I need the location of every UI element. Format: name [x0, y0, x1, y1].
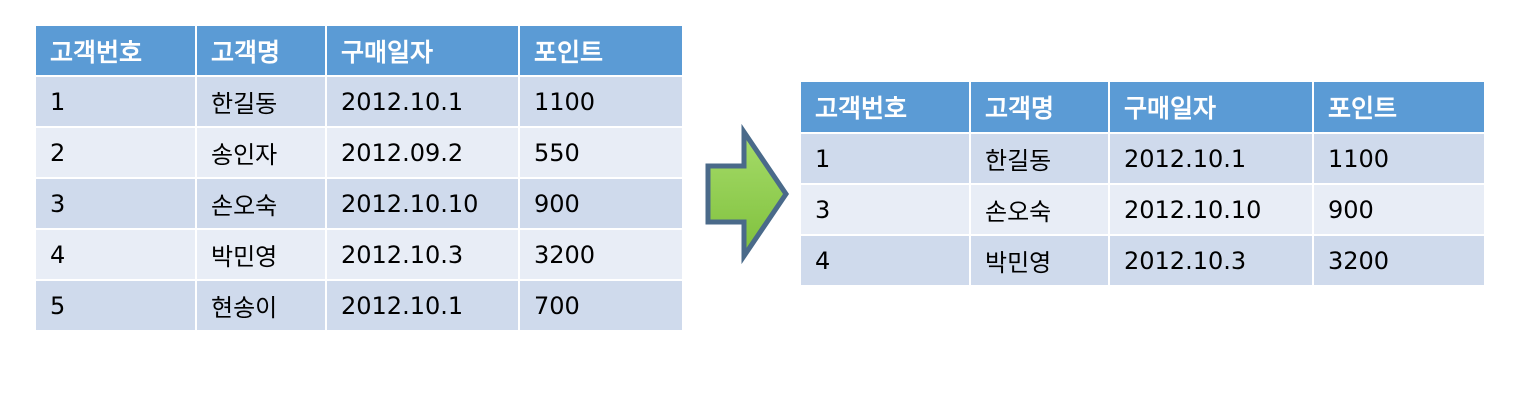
- table-cell: 3: [34, 177, 197, 230]
- header-cell: 고객번호: [799, 80, 971, 134]
- header-cell: 구매일자: [1108, 80, 1314, 134]
- header-cell: 포인트: [518, 24, 684, 77]
- table-cell: 손오숙: [195, 177, 327, 230]
- header-cell: 고객번호: [34, 24, 197, 77]
- table-cell: 2012.10.3: [1108, 234, 1314, 287]
- right-arrow-icon: [705, 124, 790, 264]
- table-cell: 2012.10.1: [325, 75, 520, 128]
- table-cell: 1: [34, 75, 197, 128]
- table-row: 5 현송이 2012.10.1 700: [34, 279, 684, 332]
- table-cell: 2: [34, 126, 197, 179]
- table-cell: 3: [799, 183, 971, 236]
- table-cell: 550: [518, 126, 684, 179]
- table-row: 1 한길동 2012.10.1 1100: [799, 132, 1486, 185]
- table-cell: 2012.09.2: [325, 126, 520, 179]
- table-cell: 손오숙: [969, 183, 1110, 236]
- header-cell: 고객명: [195, 24, 327, 77]
- table-cell: 3200: [1312, 234, 1486, 287]
- table-cell: 1100: [1312, 132, 1486, 185]
- table-cell: 4: [799, 234, 971, 287]
- table-row: 2 송인자 2012.09.2 550: [34, 126, 684, 179]
- header-row: 고객번호 고객명 구매일자 포인트: [799, 80, 1486, 134]
- table-cell: 2012.10.10: [325, 177, 520, 230]
- table-cell: 1100: [518, 75, 684, 128]
- source-table: 고객번호 고객명 구매일자 포인트 1 한길동 2012.10.1 1100 2…: [34, 24, 684, 332]
- table-row: 3 손오숙 2012.10.10 900: [34, 177, 684, 230]
- table-cell: 2012.10.1: [325, 279, 520, 332]
- table-cell: 900: [518, 177, 684, 230]
- header-row: 고객번호 고객명 구매일자 포인트: [34, 24, 684, 77]
- table-cell: 한길동: [195, 75, 327, 128]
- table-cell: 700: [518, 279, 684, 332]
- result-table: 고객번호 고객명 구매일자 포인트 1 한길동 2012.10.1 1100 3…: [799, 80, 1486, 287]
- table-row: 4 박민영 2012.10.3 3200: [34, 228, 684, 281]
- table-row: 1 한길동 2012.10.1 1100: [34, 75, 684, 128]
- arrow-shape: [705, 124, 790, 264]
- table-cell: 박민영: [969, 234, 1110, 287]
- table-cell: 4: [34, 228, 197, 281]
- table-cell: 송인자: [195, 126, 327, 179]
- table-cell: 현송이: [195, 279, 327, 332]
- table-cell: 2012.10.3: [325, 228, 520, 281]
- table-cell: 1: [799, 132, 971, 185]
- table-cell: 박민영: [195, 228, 327, 281]
- table-cell: 2012.10.10: [1108, 183, 1314, 236]
- table-cell: 2012.10.1: [1108, 132, 1314, 185]
- header-cell: 구매일자: [325, 24, 520, 77]
- table-cell: 5: [34, 279, 197, 332]
- header-cell: 포인트: [1312, 80, 1486, 134]
- table-cell: 3200: [518, 228, 684, 281]
- table-cell: 900: [1312, 183, 1486, 236]
- table-row: 4 박민영 2012.10.3 3200: [799, 234, 1486, 287]
- table-cell: 한길동: [969, 132, 1110, 185]
- table-row: 3 손오숙 2012.10.10 900: [799, 183, 1486, 236]
- header-cell: 고객명: [969, 80, 1110, 134]
